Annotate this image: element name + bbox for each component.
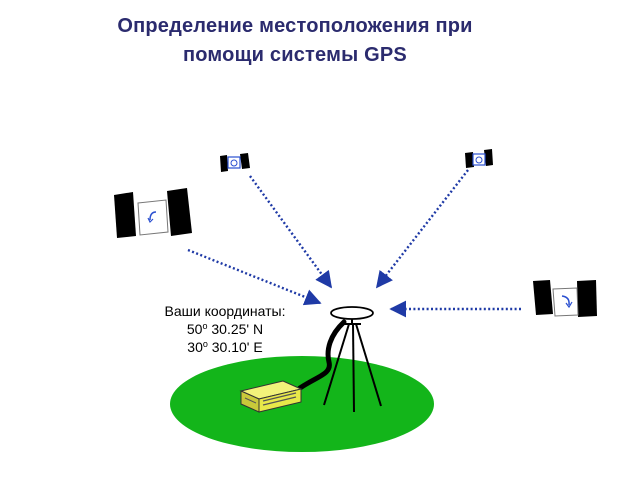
signal-line-3 <box>375 169 469 289</box>
degree-mark: o <box>202 321 208 331</box>
satellite-icon <box>533 280 597 317</box>
signal-lines <box>187 169 521 318</box>
satellite-icon <box>114 188 192 238</box>
page-title: Определение местоположения при помощи си… <box>60 12 530 70</box>
latitude-value: 50o 30.25' N <box>140 320 310 338</box>
antenna-cable <box>297 319 347 391</box>
degree-mark: o <box>202 339 208 349</box>
ground-ellipse <box>170 356 434 452</box>
title-line-2: помощи системы GPS <box>183 44 407 66</box>
antenna-tripod-icon <box>323 306 382 413</box>
satellite-icon <box>465 149 493 168</box>
longitude-value: 30o 30.10' E <box>140 338 310 356</box>
signal-line-2 <box>249 175 332 289</box>
longitude-minutes: 30.10' E <box>207 339 263 355</box>
title-line-1: Определение местоположения при <box>117 15 473 37</box>
coordinates-block: Ваши координаты: 50o 30.25' N 30o 30.10'… <box>140 302 310 356</box>
satellite-icon <box>220 153 250 172</box>
latitude-degrees: 50 <box>186 321 203 337</box>
coordinates-label: Ваши координаты: <box>164 303 286 319</box>
gps-receiver-icon <box>239 380 303 413</box>
latitude-minutes: 30.25' N <box>207 321 264 337</box>
antenna-dish <box>330 306 374 320</box>
longitude-degrees: 30 <box>187 339 203 355</box>
signal-line-1 <box>187 248 322 306</box>
